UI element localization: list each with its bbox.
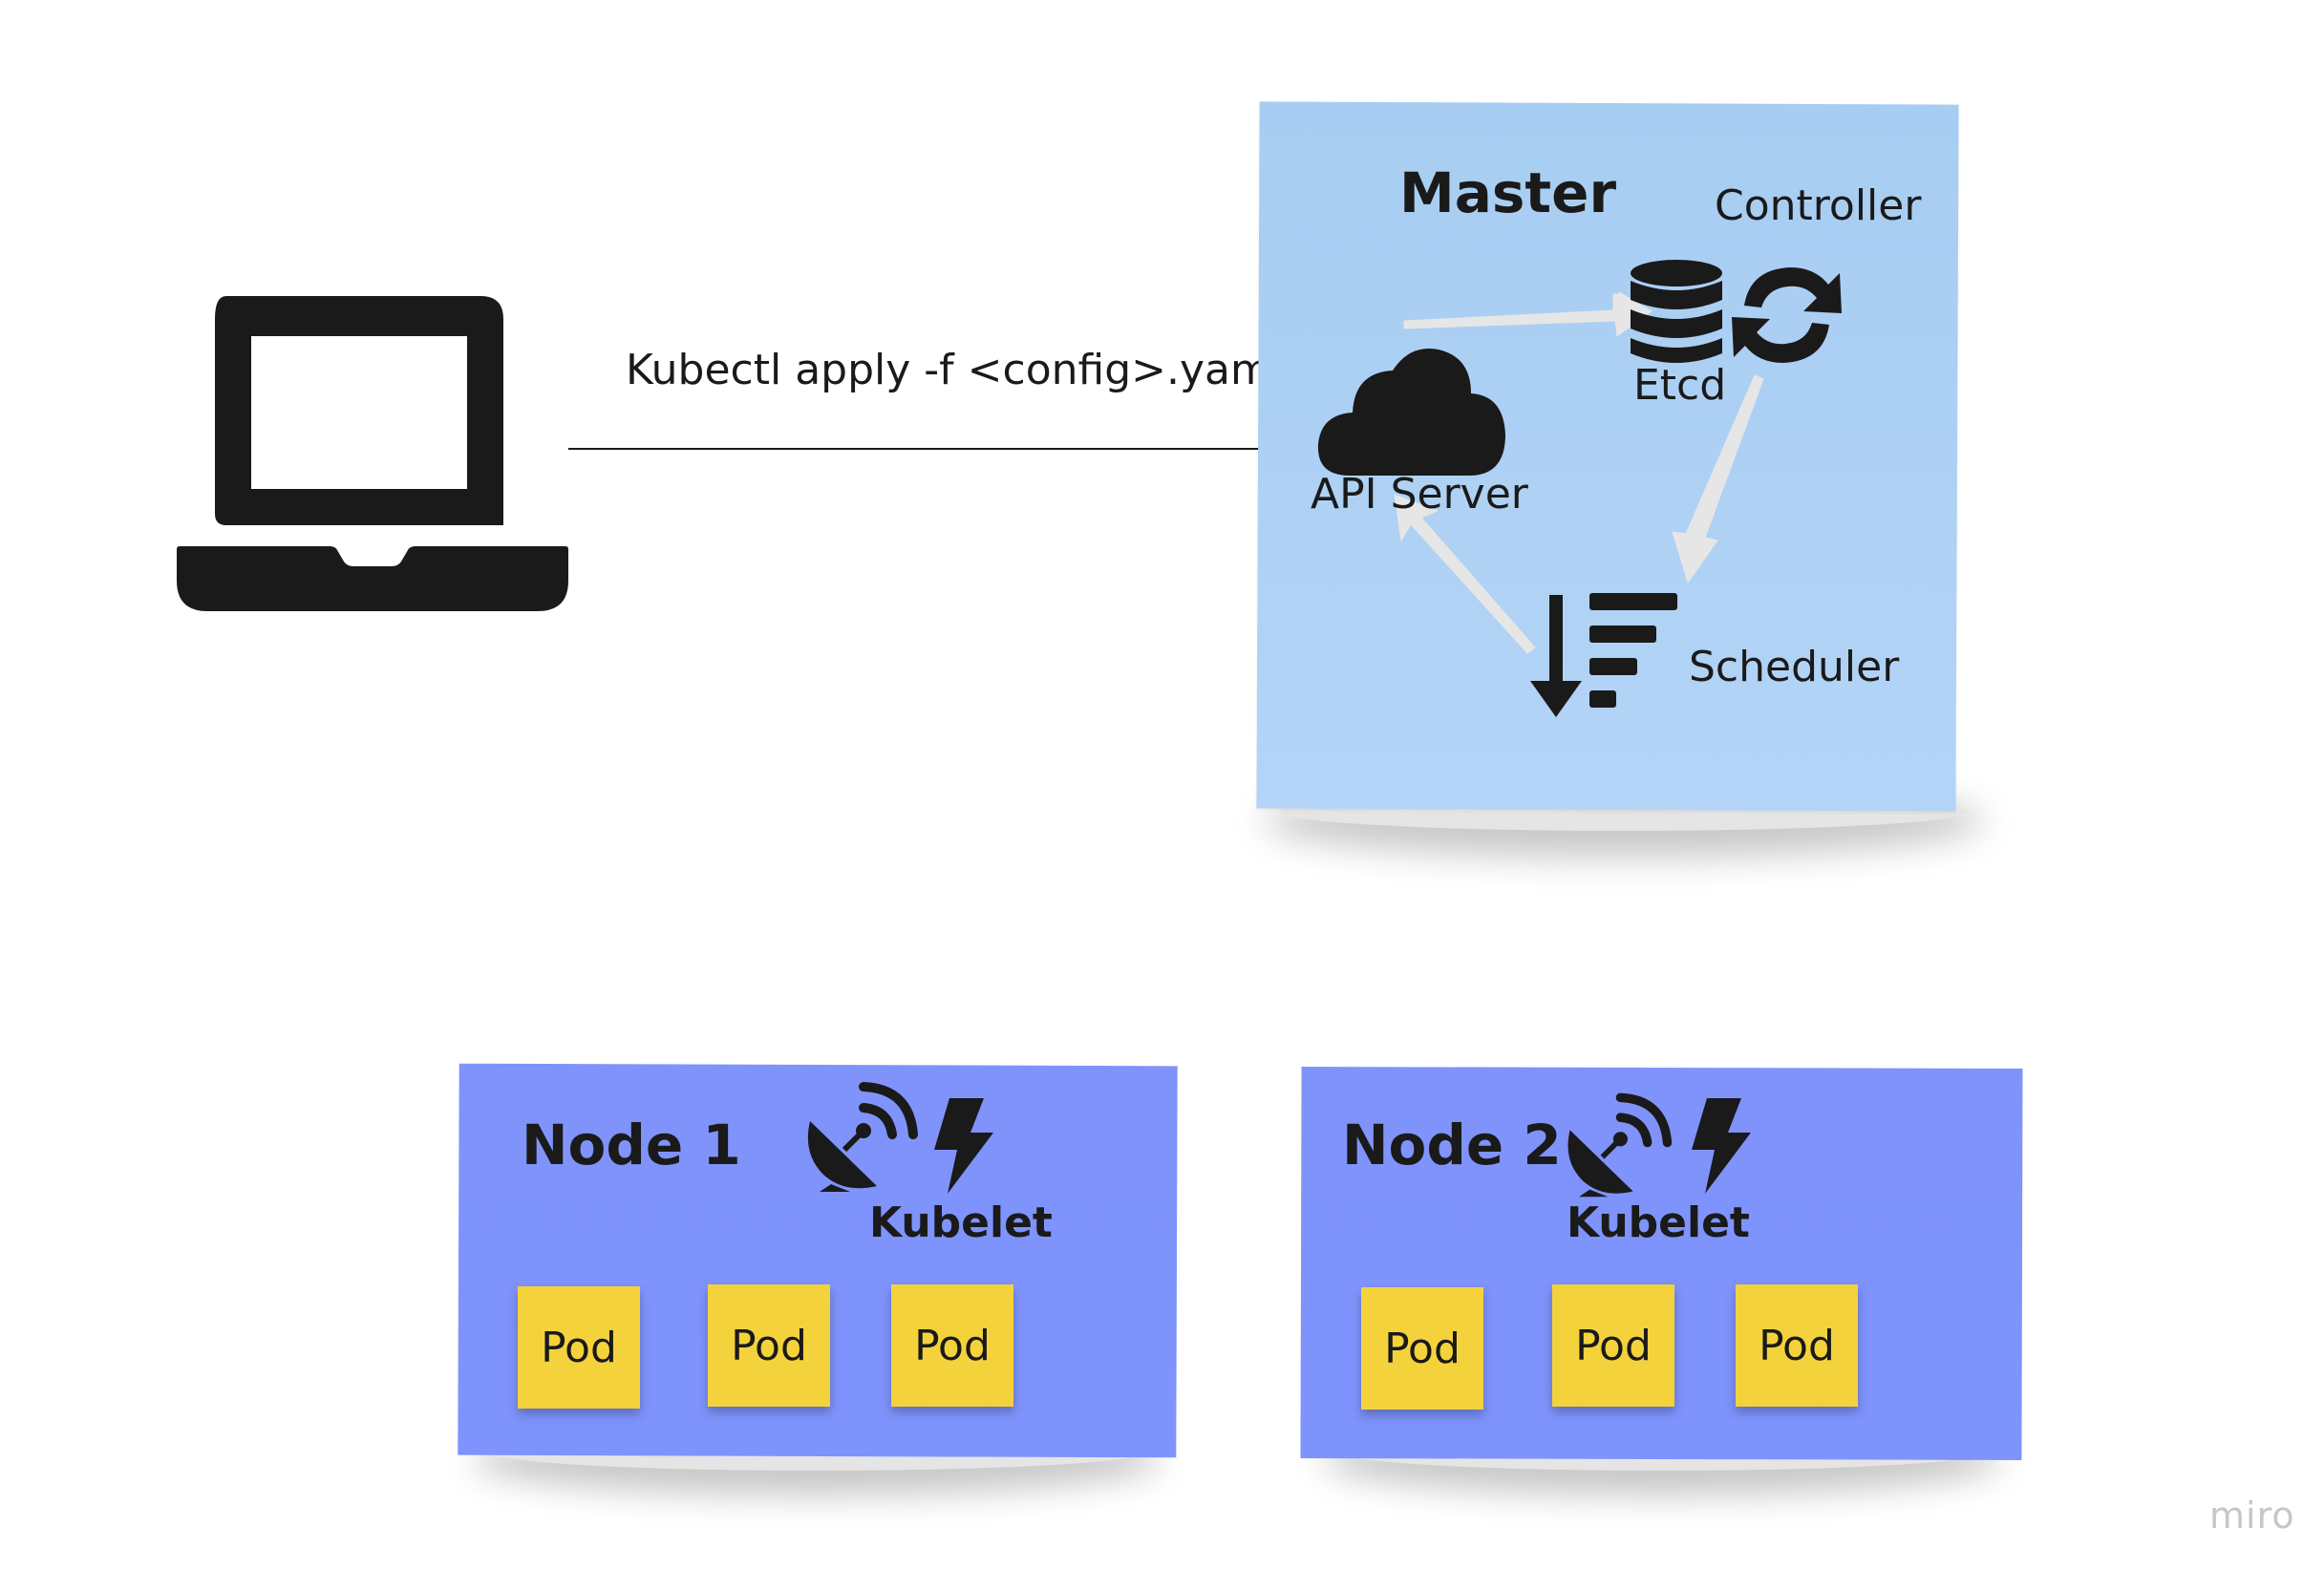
scheduler-label: Scheduler (1689, 643, 1900, 691)
bolt-icon (1692, 1098, 1751, 1194)
bolt-icon (934, 1098, 993, 1194)
pod-sticky-note[interactable]: Pod (1361, 1287, 1483, 1410)
etcd-label: Etcd (1633, 361, 1727, 410)
satellite-dish-icon (807, 1082, 918, 1192)
pod-sticky-note[interactable]: Pod (1736, 1284, 1858, 1407)
node-2-title: Node 2 (1342, 1113, 1562, 1177)
sort-down-icon (1530, 593, 1677, 717)
database-icon (1631, 260, 1722, 363)
pod-sticky-note[interactable]: Pod (708, 1284, 830, 1407)
pod-sticky-note[interactable]: Pod (518, 1286, 640, 1409)
satellite-dish-icon (1567, 1092, 1673, 1198)
miro-watermark: miro (2209, 1495, 2295, 1537)
arrow-scheduler-to-api (1394, 494, 1536, 654)
node-1-kubelet-label: Kubelet (869, 1198, 1053, 1247)
api-server-label: API Server (1311, 470, 1528, 519)
node-2-kubelet-label: Kubelet (1567, 1198, 1750, 1247)
command-label: Kubectl apply -f <config>.yaml (626, 346, 1284, 394)
node-1-title: Node 1 (522, 1113, 741, 1177)
arrow-controller-to-scheduler (1672, 374, 1764, 583)
master-flow-arrows (1394, 291, 1764, 654)
controller-label: Controller (1715, 181, 1922, 230)
master-title: Master (1399, 160, 1617, 225)
cloud-icon (1317, 348, 1505, 476)
laptop-icon (177, 296, 568, 611)
pod-sticky-note[interactable]: Pod (891, 1284, 1013, 1407)
sync-icon (1732, 267, 1842, 363)
arrow-api-to-etcd (1403, 291, 1652, 337)
pod-sticky-note[interactable]: Pod (1552, 1284, 1674, 1407)
command-arrow (568, 436, 1302, 461)
